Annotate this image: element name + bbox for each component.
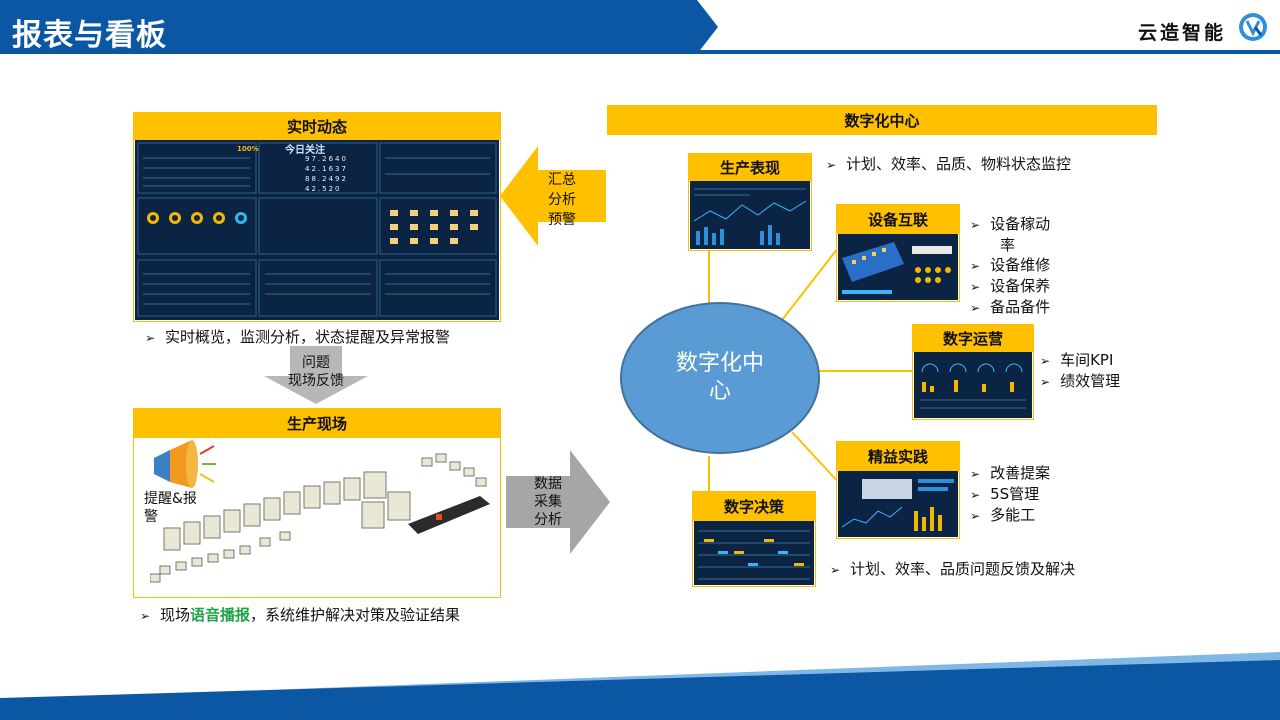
equipment-bullet-1: ➢ 设备稼动 <box>970 214 1050 235</box>
dashboard-percent: 100% <box>237 145 259 153</box>
voice-broadcast-highlight: 语音播报 <box>190 606 251 624</box>
summary-arrow-line-2: 分析 <box>548 192 576 208</box>
lean-bullets: ➢ 改善提案 ➢ 5S管理 ➢ 多能工 <box>970 463 1050 526</box>
operation-label: 数字运营 <box>912 324 1034 352</box>
equipment-bullet-1-wrap: 率 <box>1000 236 1016 254</box>
bullet-arrow-icon: ➢ <box>970 488 981 502</box>
operation-bullet-2-text: 绩效管理 <box>1060 372 1121 390</box>
operation-bullet-2: ➢ 绩效管理 <box>1040 371 1120 392</box>
bullet-arrow-icon: ➢ <box>826 158 837 172</box>
equipment-bullet-3-text: 设备保养 <box>990 277 1051 295</box>
summary-arrow-line-3: 预警 <box>548 212 576 228</box>
equipment-bullet-2-text: 设备维修 <box>990 256 1051 274</box>
feedback-arrow-line-1: 问题 <box>302 355 330 371</box>
data-collection-arrow-text: 数据 采集 分析 <box>524 475 572 529</box>
bullet-arrow-icon: ➢ <box>970 509 981 523</box>
dashboard-number-2: 42.1637 <box>305 165 348 173</box>
bullet-arrow-icon: ➢ <box>140 609 151 623</box>
header-underline <box>0 50 1280 54</box>
lean-bullet-2-text: 5S管理 <box>990 485 1040 503</box>
summary-arrow-line-1: 汇总 <box>548 172 576 188</box>
dashboard-number-4: 42.520 <box>305 185 342 193</box>
equipment-bullet-1-text: 设备稼动 <box>990 215 1051 233</box>
brand-name: 云造智能 <box>1138 22 1227 44</box>
site-bullet-suffix: ，系统维护解决对策及验证结果 <box>250 606 461 624</box>
dashboard-today-title: 今日关注 <box>285 145 325 156</box>
data-collection-line-2: 采集 <box>534 494 562 510</box>
connector-decision <box>708 456 710 492</box>
decision-bullet: ➢ 计划、效率、品质问题反馈及解决 <box>830 558 1075 579</box>
production-bullet-text: 计划、效率、品质、物料状态监控 <box>846 155 1072 173</box>
lean-bullet-1: ➢ 改善提案 <box>970 463 1050 484</box>
data-collection-line-1: 数据 <box>534 476 562 492</box>
bullet-arrow-icon: ➢ <box>830 563 841 577</box>
bullet-arrow-icon: ➢ <box>970 259 981 273</box>
site-label: 生产现场 <box>133 408 501 438</box>
decision-bullet-text: 计划、效率、品质问题反馈及解决 <box>850 560 1076 578</box>
ellipse-line-1: 数字化中 <box>675 351 764 376</box>
header-band <box>0 0 718 54</box>
decision-label: 数字决策 <box>692 491 816 521</box>
operation-thumbnail <box>914 352 1032 418</box>
operation-bullets: ➢ 车间KPI ➢ 绩效管理 <box>1040 350 1120 392</box>
ellipse-line-2: 心 <box>708 379 731 404</box>
connector-production <box>708 250 710 306</box>
data-collection-arrow-icon <box>506 450 610 554</box>
bullet-arrow-icon: ➢ <box>1040 354 1051 368</box>
equipment-bullet-2: ➢ 设备维修 <box>970 255 1050 276</box>
realtime-bullet: ➢ 实时概览，监测分析，状态提醒及异常报警 <box>145 326 450 347</box>
equipment-bullets: ➢ 设备稼动 率 ➢ 设备维修 ➢ 设备保养 ➢ 备品备件 <box>970 214 1050 318</box>
connector-operation <box>816 370 912 372</box>
speaker-alarm-icon <box>154 440 216 488</box>
dashboard-number-3: 88.2492 <box>305 175 348 183</box>
lean-label: 精益实践 <box>836 441 960 471</box>
alert-label: 提醒&报警 <box>144 491 197 525</box>
summary-arrow-text: 汇总 分析 预警 <box>538 170 586 230</box>
feedback-arrow-icon <box>264 346 368 404</box>
lean-bullet-3: ➢ 多能工 <box>970 505 1050 526</box>
bullet-arrow-icon: ➢ <box>970 280 981 294</box>
lean-bullet-2: ➢ 5S管理 <box>970 484 1050 505</box>
factory-floor-graphic <box>150 453 490 583</box>
connector-lean <box>791 431 841 485</box>
lean-bullet-3-text: 多能工 <box>990 506 1036 524</box>
digital-center-ellipse: 数字化中心 <box>620 302 820 454</box>
connector-equipment <box>781 247 839 321</box>
footer-band <box>0 660 1280 720</box>
summary-arrow-icon <box>500 146 606 246</box>
equipment-bullet-4-text: 备品备件 <box>990 298 1051 316</box>
equipment-thumbnail <box>838 234 958 300</box>
feedback-arrow-text: 问题 现场反馈 <box>276 354 356 390</box>
dashboard-numbers: 97.2640 42.1637 88.2492 42.520 <box>305 154 348 194</box>
bullet-arrow-icon: ➢ <box>970 218 981 232</box>
production-label: 生产表现 <box>688 153 812 181</box>
digital-center-header: 数字化中心 <box>607 105 1157 135</box>
lean-thumbnail <box>838 471 958 537</box>
dashboard-number-1: 97.2640 <box>305 155 348 163</box>
production-bullet: ➢ 计划、效率、品质、物料状态监控 <box>826 153 1071 174</box>
bullet-arrow-icon: ➢ <box>1040 375 1051 389</box>
equipment-label: 设备互联 <box>836 204 960 234</box>
operation-bullet-1-text: 车间KPI <box>1060 351 1114 369</box>
site-bullet-prefix: 现场 <box>160 606 191 624</box>
bullet-arrow-icon: ➢ <box>970 301 981 315</box>
operation-bullet-1: ➢ 车间KPI <box>1040 350 1120 371</box>
equipment-bullet-4: ➢ 备品备件 <box>970 297 1050 318</box>
bullet-arrow-icon: ➢ <box>145 331 156 345</box>
realtime-bullet-text: 实时概览，监测分析，状态提醒及异常报警 <box>165 328 451 346</box>
equipment-bullet-3: ➢ 设备保养 <box>970 276 1050 297</box>
decision-thumbnail <box>694 521 814 585</box>
realtime-label: 实时动态 <box>133 112 501 140</box>
realtime-dashboard: 今日关注 100% 97.2640 42.1637 88.2492 42.520 <box>135 140 499 320</box>
production-thumbnail <box>690 181 810 249</box>
feedback-arrow-line-2: 现场反馈 <box>288 373 344 389</box>
brand-logo-icon <box>1239 13 1267 41</box>
page-title: 报表与看板 <box>12 18 167 53</box>
realtime-dashboard-graphic <box>135 140 499 320</box>
data-collection-line-3: 分析 <box>534 512 562 528</box>
site-bullet: ➢ 现场语音播报，系统维护解决对策及验证结果 <box>140 604 460 625</box>
lean-bullet-1-text: 改善提案 <box>990 464 1051 482</box>
bullet-arrow-icon: ➢ <box>970 467 981 481</box>
